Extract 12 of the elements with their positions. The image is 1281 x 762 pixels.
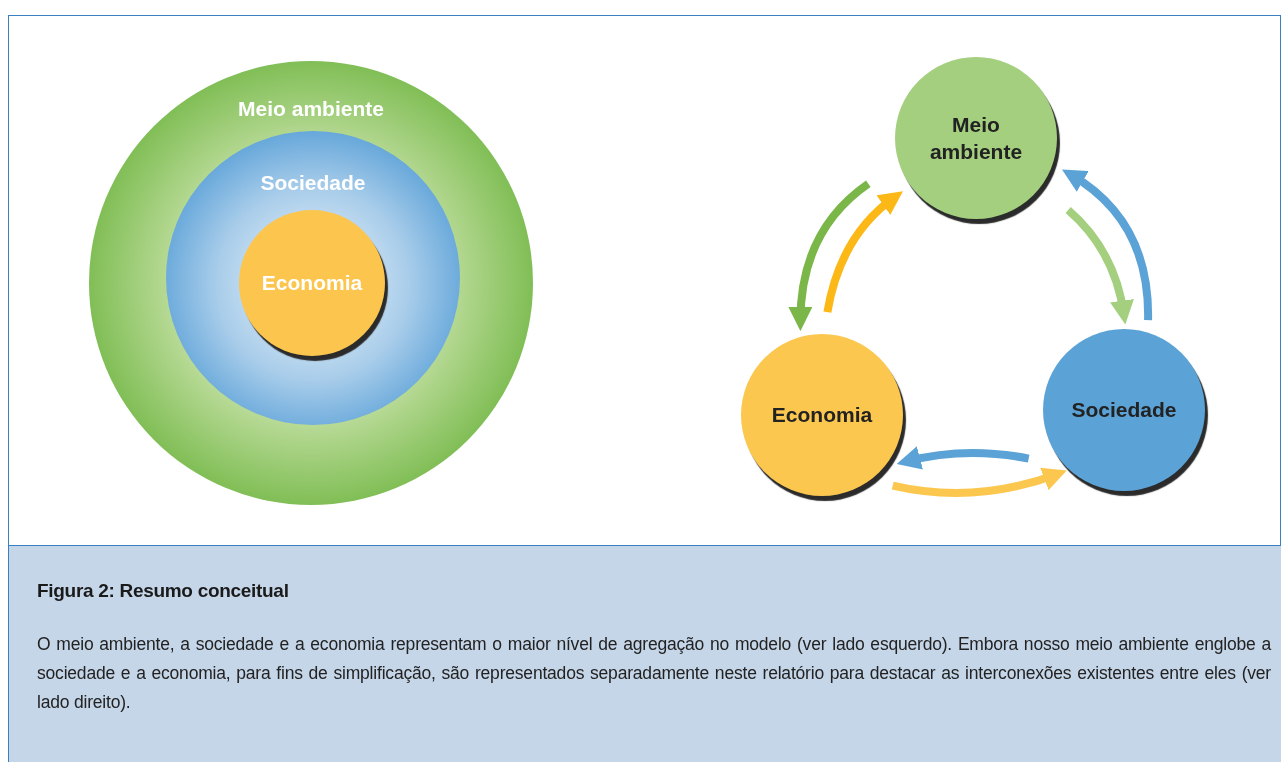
node-label: Meio ambiente xyxy=(238,96,384,122)
figure-title: Figura 2: Resumo conceitual xyxy=(37,580,290,602)
curved-arrow xyxy=(896,446,1030,470)
node-label: Economia xyxy=(261,270,363,297)
node-label: Sociedade xyxy=(260,170,366,196)
node-label: Economia xyxy=(771,402,873,429)
node-label: Meio ambiente xyxy=(928,111,1024,165)
figure-caption: O meio ambiente, a sociedade e a economia representam o maior nível de agregação no modelo (ver lado esquerdo). Embora nosso meio ambiente englobe a sociedade e a economia, para fins de simplificação, são representados separadamente neste relatório para destacar as interconexões existentes entre eles (ver lado direito). xyxy=(37,633,1271,714)
curved-arrow xyxy=(788,180,871,332)
curved-arrow xyxy=(1065,207,1134,325)
curved-arrow xyxy=(891,467,1067,497)
node-label: Sociedade xyxy=(1071,397,1177,424)
